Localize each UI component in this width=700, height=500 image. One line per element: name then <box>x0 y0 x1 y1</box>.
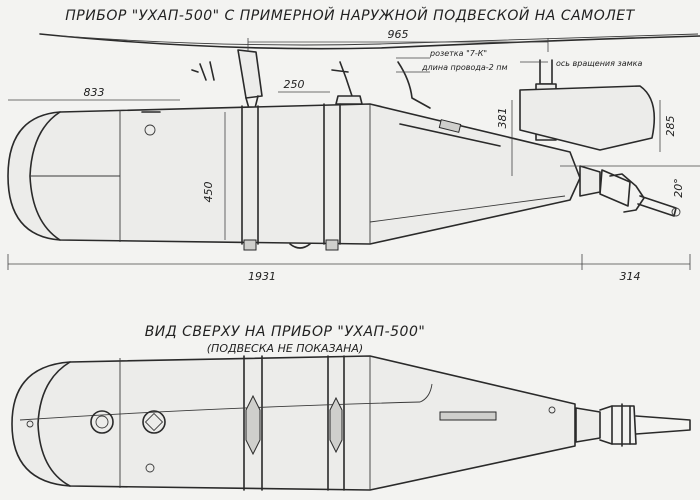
rear-fairing <box>519 85 656 151</box>
tail-assembly-top <box>575 403 691 447</box>
dim-965: 965 <box>388 28 409 41</box>
device-body-top <box>11 355 576 491</box>
dim-314: 314 <box>620 270 641 283</box>
aircraft-wing-skin <box>59 33 699 46</box>
device-body-side <box>7 103 581 251</box>
dim-381: 381 <box>496 108 509 129</box>
dim-1931: 1931 <box>248 270 276 283</box>
dim-450: 450 <box>202 182 215 203</box>
dim-20-deg: 20° <box>672 178 685 198</box>
note-lock-axis: ось вращения замка <box>556 59 643 68</box>
top-view-subtitle: (ПОДВЕСКА НЕ ПОКАЗАНА) <box>207 342 363 355</box>
dimension-lines-side <box>7 38 700 270</box>
side-view-title: ПРИБОР "УХАП-500" С ПРИМЕРНОЙ НАРУЖНОЙ П… <box>65 6 635 24</box>
top-view-title: ВИД СВЕРХУ НА ПРИБОР "УХАП-500" <box>145 324 426 340</box>
tail-assembly-side <box>579 165 681 217</box>
note-socket: розетка "7-К" <box>429 49 487 58</box>
dim-285: 285 <box>664 116 677 137</box>
dim-250: 250 <box>284 78 305 91</box>
aircraft-wing-outline <box>39 33 700 50</box>
note-wire-length: длина провода-2 пм <box>421 63 508 72</box>
dim-833: 833 <box>84 86 105 99</box>
